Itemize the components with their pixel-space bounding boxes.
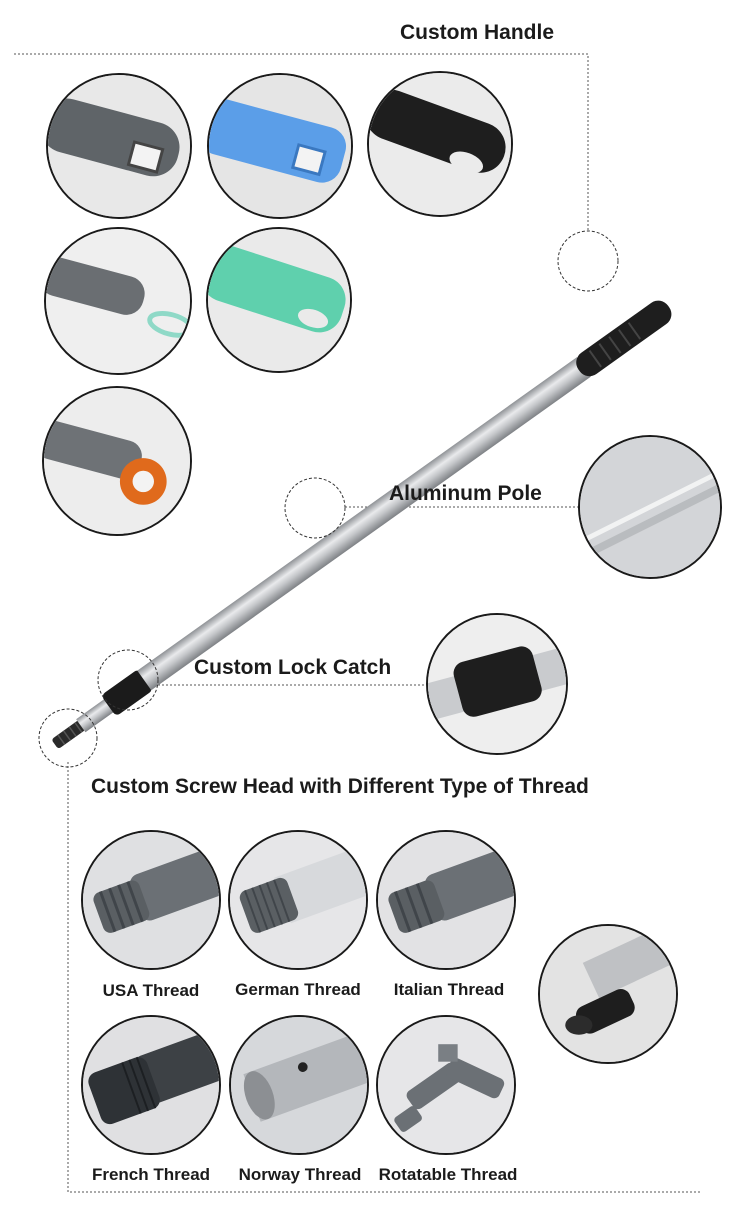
handle-black-image <box>367 71 513 217</box>
handle-blue-image <box>207 73 353 219</box>
lock-callout-circle <box>97 649 159 711</box>
thread-label-french: French Thread <box>91 1165 211 1184</box>
screw-head-title: Custom Screw Head with Different Type of… <box>91 775 589 798</box>
thread-label-italian: Italian Thread <box>393 980 505 999</box>
german-thread-image <box>228 830 368 970</box>
screw-tip <box>52 720 85 749</box>
handle-gray-loop-image <box>44 227 192 375</box>
main-pole <box>137 357 591 691</box>
screw-head-zoom-image <box>538 924 678 1064</box>
norway-thread-image <box>229 1015 369 1155</box>
french-thread-image <box>81 1015 221 1155</box>
usa-thread-image <box>81 830 221 970</box>
handle-guide-line <box>14 53 589 232</box>
thread-label-german: German Thread <box>235 980 361 999</box>
lock-catch <box>102 670 152 715</box>
screw-callout-circle <box>38 708 98 768</box>
thread-label-norway: Norway Thread <box>238 1165 362 1184</box>
handle-orange-ring-image <box>42 386 192 536</box>
rotatable-thread-image <box>376 1015 516 1155</box>
lower-pole <box>76 697 117 733</box>
thread-label-rotatable: Rotatable Thread <box>378 1165 518 1184</box>
aluminum-pole-zoom-image <box>578 435 722 579</box>
custom-handle-title: Custom Handle <box>400 21 555 44</box>
screw-guide-line <box>67 762 700 1193</box>
aluminum-pole-title: Aluminum Pole <box>389 482 542 505</box>
handle-gray-square-image <box>46 73 192 219</box>
handle-callout-circle <box>557 230 619 292</box>
italian-thread-image <box>376 830 516 970</box>
thread-label-usa: USA Thread <box>102 981 200 1000</box>
handle-mint-image <box>206 227 352 373</box>
lock-catch-zoom-image <box>426 613 568 755</box>
lock-catch-title: Custom Lock Catch <box>194 656 392 679</box>
pole-callout-circle <box>284 477 346 539</box>
